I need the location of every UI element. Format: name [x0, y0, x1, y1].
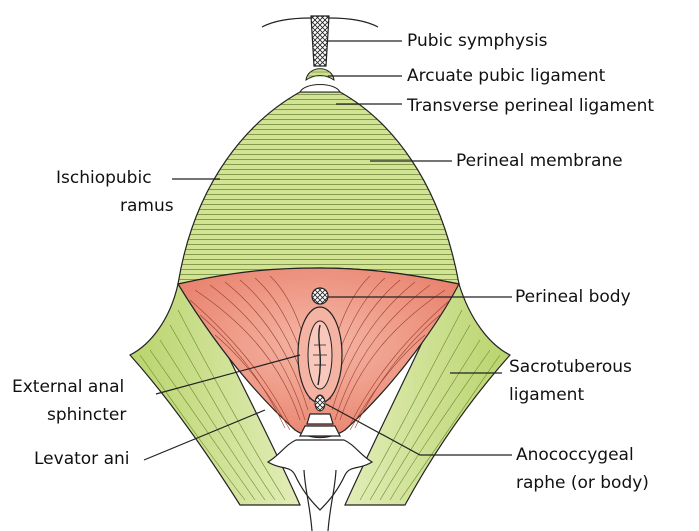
label-sacrotuberous-line2: ligament — [509, 385, 584, 406]
label-anococcygeal-line1: Anococcygeal — [516, 445, 634, 466]
label-ischiopubic-ramus-line1: Ischiopubic — [56, 168, 152, 189]
label-anococcygeal-line2: raphe (or body) — [516, 473, 649, 494]
label-external-anal-line1: External anal — [12, 377, 124, 398]
label-arcuate-pubic-ligament: Arcuate pubic ligament — [407, 66, 605, 87]
perineal-membrane — [178, 92, 459, 284]
label-pubic-symphysis: Pubic symphysis — [407, 31, 548, 52]
label-sacrotuberous-line1: Sacrotuberous — [509, 357, 632, 378]
label-external-anal-line2: sphincter — [47, 405, 126, 426]
external-anal-sphincter — [298, 307, 342, 403]
label-transverse-perineal-ligament: Transverse perineal ligament — [407, 96, 654, 117]
label-perineal-body: Perineal body — [515, 287, 631, 308]
perineal-body — [312, 288, 328, 304]
label-perineal-membrane: Perineal membrane — [456, 151, 623, 172]
label-ischiopubic-ramus-line2: ramus — [120, 196, 174, 217]
anococcygeal-body — [315, 395, 325, 411]
transverse-perineal-ligament — [300, 85, 340, 93]
label-levator-ani: Levator ani — [34, 449, 129, 470]
arcuate-pubic-ligament — [306, 69, 334, 80]
